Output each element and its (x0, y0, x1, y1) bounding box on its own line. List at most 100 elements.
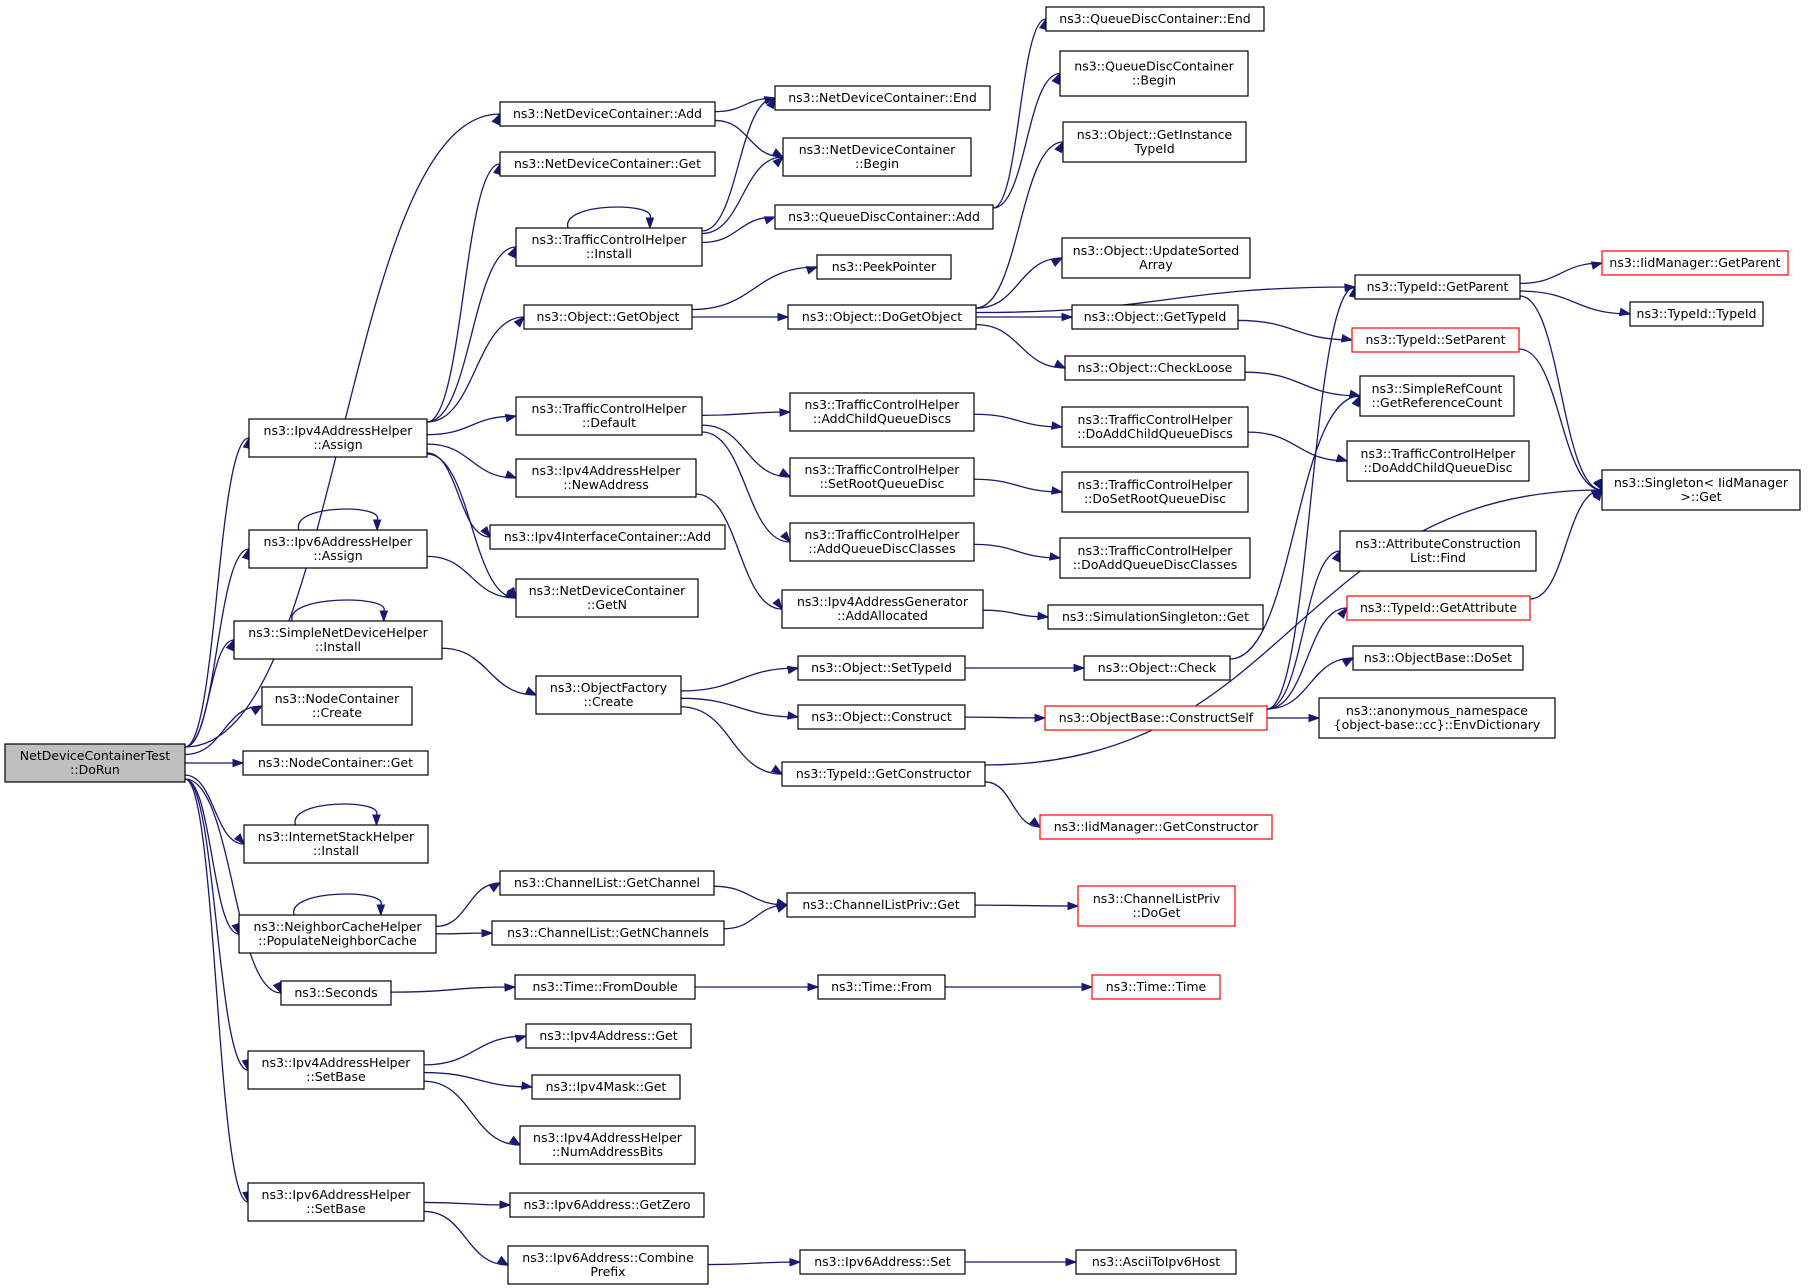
node-ipv4ah_setbase[interactable]: ns3::Ipv4AddressHelper::SetBase (247, 1050, 425, 1090)
node-label: ns3::QueueDiscContainer (1074, 59, 1234, 74)
node-obj_gettypeid[interactable]: ns3::Object::GetTypeId (1071, 304, 1239, 330)
node-label: ::Install (586, 246, 632, 261)
node-label: ::DoAddQueueDiscClasses (1073, 557, 1238, 572)
edges-layer (184, 17, 1632, 1267)
node-label: ::DoAddChildQueueDiscs (1077, 426, 1233, 441)
node-ipv4addr_get[interactable]: ns3::Ipv4Address::Get (525, 1023, 692, 1049)
node-anon_envdict[interactable]: ns3::anonymous_namespace{object-base::cc… (1318, 697, 1556, 739)
node-obj_settypeid[interactable]: ns3::Object::SetTypeId (797, 655, 966, 681)
node-tch_install[interactable]: ns3::TrafficControlHelper::Install (515, 227, 703, 267)
edge-tch_setrootqd-to-tch_dosetrootqd (973, 478, 1064, 495)
node-asciitoipv6host[interactable]: ns3::AsciiToIpv6Host (1075, 1249, 1237, 1275)
node-time_time[interactable]: ns3::Time::Time (1091, 974, 1221, 1000)
node-tch_doaddqdclasses[interactable]: ns3::TrafficControlHelper::DoAddQueueDis… (1059, 537, 1251, 579)
node-of_create[interactable]: ns3::ObjectFactory::Create (535, 675, 682, 715)
edge-obj_dogetobject-to-obj_gettypeid (976, 312, 1074, 322)
node-obj_dogetobject[interactable]: ns3::Object::DoGetObject (787, 304, 977, 330)
node-typeid_getparent[interactable]: ns3::TypeId::GetParent (1354, 274, 1521, 300)
node-tch_setrootqd[interactable]: ns3::TrafficControlHelper::SetRootQueueD… (789, 457, 975, 497)
node-ipv6ah_setbase[interactable]: ns3::Ipv6AddressHelper::SetBase (247, 1182, 425, 1222)
edge-clp_get-to-clp_doget (974, 901, 1080, 911)
node-ipv4ah_numbits[interactable]: ns3::Ipv4AddressHelper::NumAddressBits (519, 1125, 696, 1165)
node-tch_doaddchildqds[interactable]: ns3::TrafficControlHelper::DoAddChildQue… (1061, 406, 1249, 448)
node-simsingleton_get[interactable]: ns3::SimulationSingleton::Get (1047, 604, 1264, 630)
node-ipv6ah_assign[interactable]: ns3::Ipv6AddressHelper::Assign (248, 529, 428, 569)
edge-nch_populate-to-cl_getchannel (435, 882, 502, 927)
node-peekpointer[interactable]: ns3::PeekPointer (816, 254, 952, 280)
node-obj_getobject[interactable]: ns3::Object::GetObject (523, 304, 693, 330)
node-ndc_begin[interactable]: ns3::NetDeviceContainer::Begin (782, 137, 972, 177)
node-ipv4ic_add[interactable]: ns3::Ipv4InterfaceContainer::Add (489, 524, 726, 550)
node-tch_addchildqd[interactable]: ns3::TrafficControlHelper::AddChildQueue… (789, 392, 975, 432)
node-label: ns3::ObjectFactory (550, 680, 668, 695)
node-label: ns3::Object::GetObject (537, 309, 680, 324)
node-box (789, 522, 975, 562)
edge-ipv6addr_combine-to-ipv6addr_set (707, 1257, 802, 1267)
node-tch_dosetrootqd[interactable]: ns3::TrafficControlHelper::DoSetRootQueu… (1061, 471, 1249, 513)
node-cl_getnchannels[interactable]: ns3::ChannelList::GetNChannels (491, 920, 725, 946)
node-obj_construct[interactable]: ns3::Object::Construct (797, 704, 966, 730)
node-clp_get[interactable]: ns3::ChannelListPriv::Get (786, 892, 976, 918)
node-label: ns3::Ipv4AddressHelper (262, 1055, 412, 1070)
node-ndc_end[interactable]: ns3::NetDeviceContainer::End (774, 85, 991, 111)
node-src_getrefcount[interactable]: ns3::SimpleRefCount::GetReferenceCount (1359, 375, 1515, 417)
node-box (1091, 974, 1221, 1000)
node-time_from[interactable]: ns3::Time::From (817, 974, 946, 1000)
node-ndc_get[interactable]: ns3::NetDeviceContainer::Get (499, 151, 716, 177)
node-label: ns3::TrafficControlHelper (805, 462, 961, 477)
node-ipv4ah_assign[interactable]: ns3::Ipv4AddressHelper::Assign (248, 418, 428, 458)
node-typeid_typeid[interactable]: ns3::TypeId::TypeId (1629, 301, 1764, 327)
node-nc_create[interactable]: ns3::NodeContainer::Create (261, 686, 413, 726)
node-label: ns3::IidManager::GetConstructor (1054, 819, 1259, 834)
edge-typeid_getctor-to-iidm_getctor (984, 781, 1042, 828)
node-ndc_add[interactable]: ns3::NetDeviceContainer::Add (499, 101, 716, 127)
node-tch_doaddchildqd[interactable]: ns3::TrafficControlHelper::DoAddChildQue… (1346, 440, 1530, 482)
node-label: ns3::Ipv6Address::Set (814, 1254, 951, 1269)
node-clp_doget[interactable]: ns3::ChannelListPriv::DoGet (1077, 885, 1236, 927)
node-qdc_begin[interactable]: ns3::QueueDiscContainer::Begin (1059, 50, 1249, 97)
node-obj_checkloose[interactable]: ns3::Object::CheckLoose (1064, 355, 1246, 381)
node-seconds[interactable]: ns3::Seconds (280, 980, 392, 1006)
edge-root-to-nc_get (185, 758, 245, 768)
node-ipv6addr_set[interactable]: ns3::Ipv6Address::Set (799, 1249, 966, 1275)
node-tch_default[interactable]: ns3::TrafficControlHelper::Default (515, 396, 703, 436)
node-nc_get[interactable]: ns3::NodeContainer::Get (242, 750, 429, 776)
node-tch_addqdclasses[interactable]: ns3::TrafficControlHelper::AddQueueDiscC… (789, 522, 975, 562)
node-typeid_getctor[interactable]: ns3::TypeId::GetConstructor (781, 761, 986, 787)
node-ipv4ah_newaddr[interactable]: ns3::Ipv4AddressHelper::NewAddress (515, 458, 697, 498)
edge-tch_install-to-qdc_add (701, 216, 777, 244)
node-time_fromdouble[interactable]: ns3::Time::FromDouble (514, 974, 696, 1000)
node-label: ns3::TrafficControlHelper (1361, 446, 1517, 461)
node-label: TypeId (1133, 141, 1174, 156)
node-ipv6addr_getzero[interactable]: ns3::Ipv6Address::GetZero (509, 1192, 705, 1218)
node-box (1601, 469, 1801, 511)
node-sndh_install[interactable]: ns3::SimpleNetDeviceHelper::Install (233, 620, 443, 660)
node-iidm_getctor[interactable]: ns3::IidManager::GetConstructor (1039, 814, 1273, 840)
node-box (280, 980, 392, 1006)
node-ipv4ag_addalloc[interactable]: ns3::Ipv4AddressGenerator::AddAllocated (781, 589, 984, 629)
node-iidm_getparent[interactable]: ns3::IidManager::GetParent (1601, 250, 1789, 276)
node-typeid_getattribute[interactable]: ns3::TypeId::GetAttribute (1346, 595, 1531, 621)
edge-cl_getnchannels-to-clp_get (723, 904, 789, 930)
node-objbase_constructself[interactable]: ns3::ObjectBase::ConstructSelf (1044, 705, 1268, 731)
node-nch_populate[interactable]: ns3::NeighborCacheHelper::PopulateNeighb… (238, 914, 437, 954)
node-cl_getchannel[interactable]: ns3::ChannelList::GetChannel (499, 870, 715, 896)
node-ipv4mask_get[interactable]: ns3::Ipv4Mask::Get (531, 1074, 681, 1100)
node-ndc_getn[interactable]: ns3::NetDeviceContainer::GetN (515, 578, 699, 618)
node-qdc_end[interactable]: ns3::QueueDiscContainer::End (1045, 6, 1265, 32)
node-ish_install[interactable]: ns3::InternetStackHelper::Install (243, 824, 429, 864)
edge-ish_install-to-ish_install (294, 803, 381, 827)
node-qdc_add[interactable]: ns3::QueueDiscContainer::Add (774, 204, 994, 230)
node-box (1352, 645, 1524, 671)
node-obj_check[interactable]: ns3::Object::Check (1083, 655, 1231, 681)
node-typeid_setparent[interactable]: ns3::TypeId::SetParent (1351, 327, 1520, 353)
edge-obj_dogetobject-to-obj_checkloose (975, 324, 1067, 369)
node-label: ns3::NodeContainer (275, 691, 400, 706)
node-objbase_doset[interactable]: ns3::ObjectBase::DoSet (1352, 645, 1524, 671)
node-singleton_get[interactable]: ns3::Singleton< IidManager>::Get (1601, 469, 1801, 511)
node-root[interactable]: NetDeviceContainerTest::DoRun (4, 743, 186, 783)
